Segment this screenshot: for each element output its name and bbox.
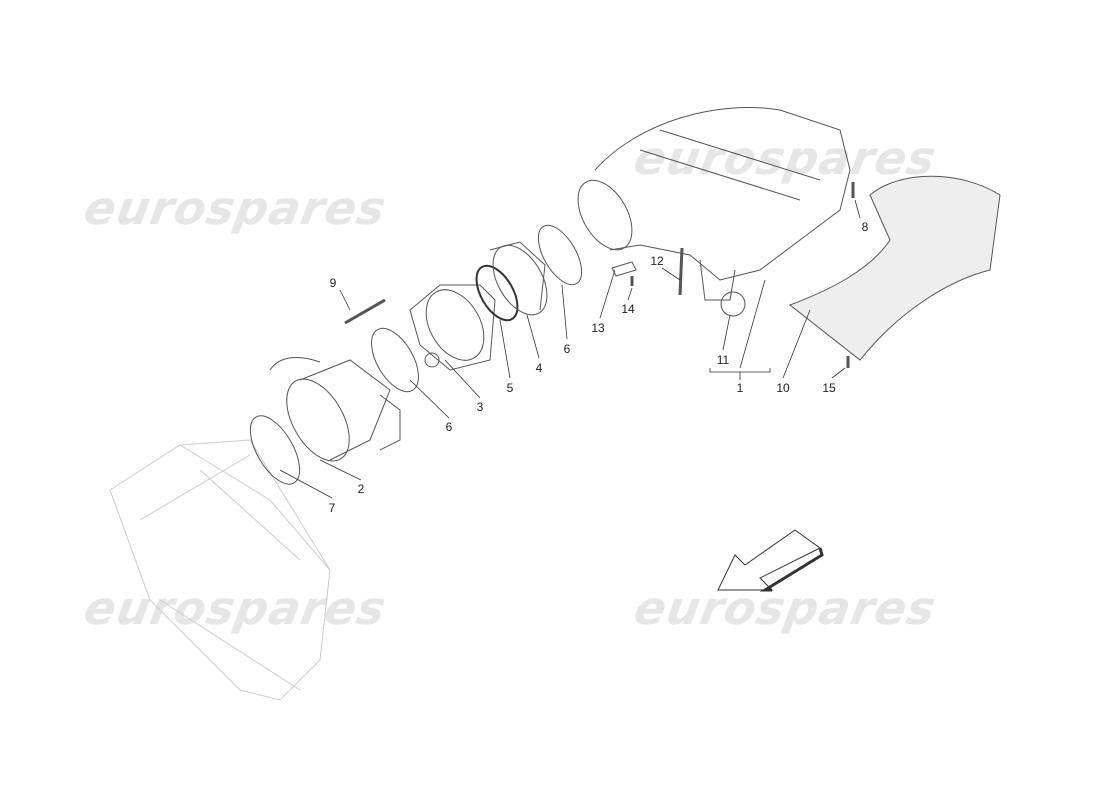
bolt-9 bbox=[344, 298, 386, 325]
air-filter-box bbox=[109, 439, 331, 701]
adapter-4 bbox=[489, 241, 548, 316]
callout-8: 8 bbox=[861, 220, 869, 234]
arrow-down-left-icon bbox=[717, 529, 824, 592]
callout-6: 6 bbox=[445, 420, 453, 434]
callout-5: 5 bbox=[506, 381, 514, 395]
callout-6: 6 bbox=[563, 342, 571, 356]
callout-3: 3 bbox=[476, 400, 484, 414]
gasket-11 bbox=[720, 291, 746, 317]
callout-13: 13 bbox=[591, 321, 605, 335]
callout-10: 10 bbox=[776, 381, 790, 395]
callout-1: 1 bbox=[736, 381, 744, 395]
o-ring-5 bbox=[475, 264, 519, 322]
bracket-13 bbox=[611, 261, 637, 277]
clamp-7 bbox=[249, 415, 301, 485]
bolt-12 bbox=[678, 247, 684, 296]
engine-cover-10 bbox=[788, 175, 1001, 361]
intake-manifold-1 bbox=[577, 107, 851, 301]
callout-11: 11 bbox=[716, 353, 730, 367]
callout-15: 15 bbox=[822, 381, 836, 395]
leader-lines bbox=[279, 199, 861, 499]
callout-12: 12 bbox=[650, 254, 664, 268]
callout-7: 7 bbox=[328, 501, 336, 515]
callout-4: 4 bbox=[535, 361, 543, 375]
clamp-6 bbox=[371, 327, 419, 393]
callout-2: 2 bbox=[357, 482, 365, 496]
intake-hose-2 bbox=[269, 357, 401, 462]
clamp-6 bbox=[537, 224, 583, 286]
callout-14: 14 bbox=[621, 302, 635, 316]
throttle-body-3 bbox=[409, 284, 496, 371]
callout-9: 9 bbox=[329, 276, 337, 290]
